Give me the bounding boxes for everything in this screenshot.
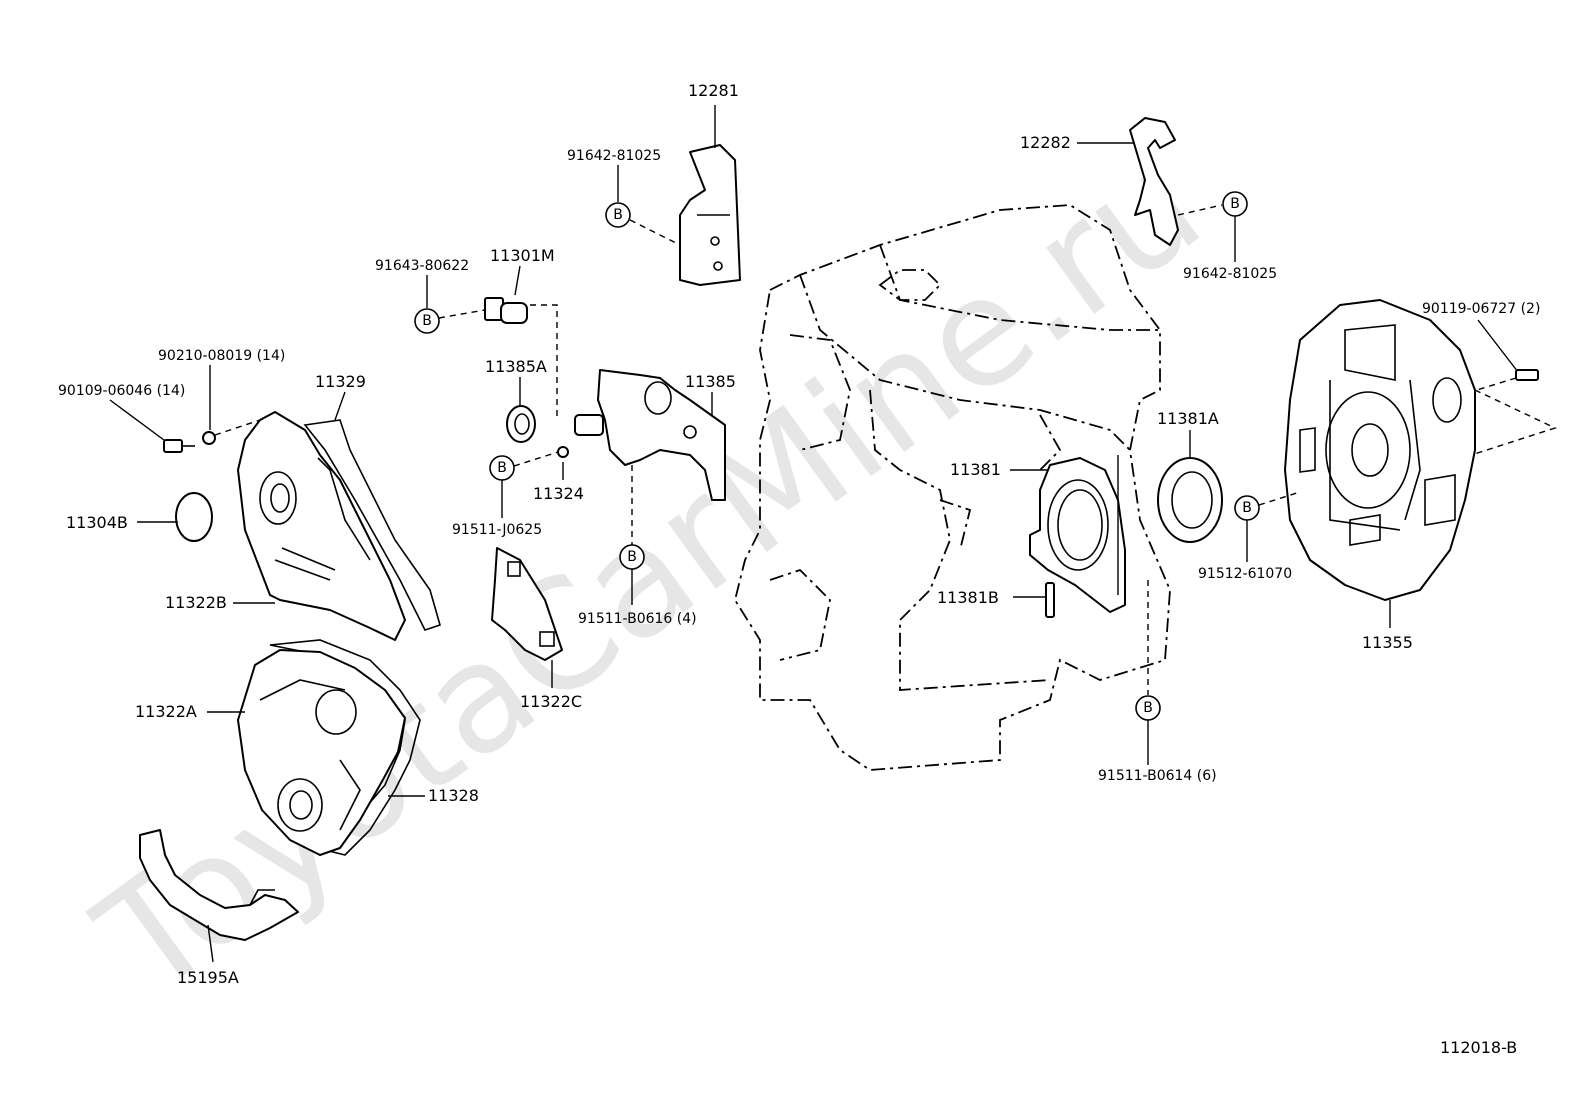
label-91643-80622: 91643-80622 [375, 258, 469, 274]
part-11322A-lower-cover [237, 649, 406, 856]
part-90119-bolt [1515, 369, 1539, 381]
label-11322C: 11322C [520, 692, 582, 711]
part-11304B-plug [175, 492, 213, 542]
part-15195A-guide [139, 829, 299, 941]
bolt-marker-91512-61070: B [1234, 495, 1260, 521]
label-11381: 11381 [950, 460, 1001, 479]
label-91642-81025-right: 91642-81025 [1183, 266, 1277, 282]
part-11322C-cover [491, 547, 563, 661]
part-11355-end-plate [1284, 299, 1476, 601]
label-91512-61070: 91512-61070 [1198, 566, 1292, 582]
part-11385-plate [574, 369, 726, 501]
part-11301M-sensor [484, 297, 528, 324]
svg-text:B: B [613, 207, 623, 223]
label-91511-B0616: 91511-B0616 (4) [578, 611, 697, 627]
svg-text:B: B [497, 460, 507, 476]
svg-text:B: B [627, 549, 637, 565]
label-12281: 12281 [688, 81, 739, 100]
label-11381B: 11381B [937, 588, 999, 607]
bolt-marker-91642-right: B [1222, 191, 1248, 217]
part-11324-washer [557, 446, 569, 458]
bolt-marker-91511-B0614: B [1135, 695, 1161, 721]
figure-reference: 112018-B [1440, 1038, 1517, 1057]
label-90119-06727: 90119-06727 (2) [1422, 301, 1540, 317]
bolt-marker-91511-J0625: B [489, 455, 515, 481]
part-12281-bracket [679, 144, 741, 286]
part-11329-gasket [303, 419, 441, 631]
label-11322B: 11322B [165, 593, 227, 612]
label-11324: 11324 [533, 484, 584, 503]
svg-text:B: B [1143, 700, 1153, 716]
bolt-marker-91643: B [414, 308, 440, 334]
label-91511-B0614: 91511-B0614 (6) [1098, 768, 1217, 784]
part-11381B-pin [1045, 582, 1055, 618]
label-12282: 12282 [1020, 133, 1071, 152]
part-11381-retainer [1029, 457, 1126, 613]
label-11385: 11385 [685, 372, 736, 391]
label-90109-06046: 90109-06046 (14) [58, 383, 185, 399]
part-90210-washer [202, 431, 216, 445]
label-11329: 11329 [315, 372, 366, 391]
svg-text:B: B [422, 313, 432, 329]
label-11328: 11328 [428, 786, 479, 805]
part-11322B-upper-cover [237, 411, 406, 641]
bolt-marker-91642-top: B [605, 202, 631, 228]
label-91511-J0625: 91511-J0625 [452, 522, 542, 538]
label-11385A: 11385A [485, 357, 547, 376]
svg-text:B: B [1242, 500, 1252, 516]
part-90109-bolt [163, 439, 195, 453]
part-11381A-seal [1157, 457, 1223, 543]
label-11355: 11355 [1362, 633, 1413, 652]
part-11385A-seal [506, 405, 536, 443]
label-11301M: 11301M [490, 246, 555, 265]
label-11381A: 11381A [1157, 409, 1219, 428]
label-11304B: 11304B [66, 513, 128, 532]
bolt-marker-91511-B0616: B [619, 544, 645, 570]
label-91642-81025-top: 91642-81025 [567, 148, 661, 164]
label-15195A: 15195A [177, 968, 239, 987]
part-12282-bracket [1129, 117, 1179, 246]
label-11322A: 11322A [135, 702, 197, 721]
engine-block-phantom [734, 204, 1171, 771]
label-90210-08019: 90210-08019 (14) [158, 348, 285, 364]
svg-text:B: B [1230, 196, 1240, 212]
